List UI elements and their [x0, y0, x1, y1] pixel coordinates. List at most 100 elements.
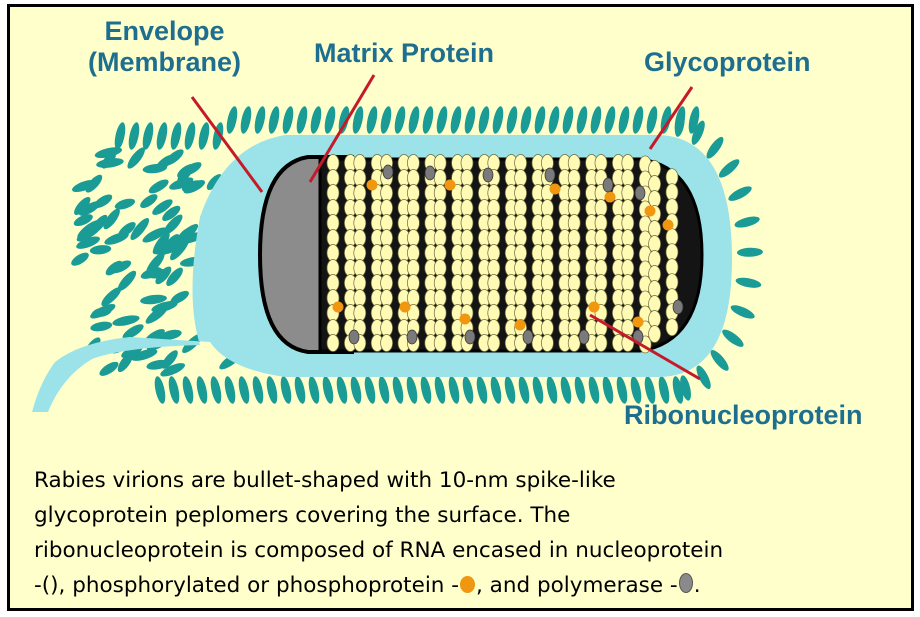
glycoprotein-spike	[335, 375, 350, 404]
glycoprotein-spike	[631, 105, 646, 134]
glycoprotein-spike	[603, 105, 618, 134]
glycoprotein-spike	[69, 250, 91, 268]
glycoprotein-spike	[561, 105, 576, 134]
nucleoprotein-unit	[649, 160, 661, 177]
nucleoprotein-unit	[381, 185, 393, 202]
glycoprotein-spike	[601, 375, 616, 404]
nucleoprotein-unit	[461, 215, 473, 232]
glycoprotein-spike	[735, 276, 762, 290]
glycoprotein-spike	[323, 105, 338, 134]
nucleoprotein-unit	[354, 215, 366, 232]
nucleoprotein-unit	[568, 290, 580, 307]
glycoprotein-spike	[405, 375, 420, 404]
nucleoprotein-unit	[595, 200, 607, 217]
figure-caption: Rabies virions are bullet-shaped with 10…	[34, 463, 910, 603]
nucleoprotein-unit	[434, 215, 446, 232]
nucleoprotein-unit	[327, 170, 339, 187]
nucleoprotein-unit	[381, 275, 393, 292]
glycoprotein-spike	[503, 375, 518, 404]
glycoprotein-spike	[589, 105, 604, 134]
nucleoprotein-unit	[381, 215, 393, 232]
glycoprotein-spike	[267, 105, 282, 134]
polymerase-unit	[673, 300, 683, 314]
nucleoprotein-unit	[541, 320, 553, 337]
nucleoprotein-unit	[381, 200, 393, 217]
glycoprotein-spike	[167, 375, 182, 404]
nucleoprotein-unit	[568, 230, 580, 247]
glycoprotein-spike	[97, 359, 120, 378]
phosphoprotein-unit	[645, 206, 656, 217]
nucleoprotein-unit	[515, 170, 527, 187]
nucleoprotein-unit	[622, 185, 634, 202]
glycoprotein-spike	[183, 121, 198, 150]
glycoprotein-spike	[365, 105, 380, 134]
nucleoprotein-unit	[515, 185, 527, 202]
nucleoprotein-unit	[541, 305, 553, 322]
glycoprotein-spike	[237, 375, 252, 404]
nucleoprotein-unit	[407, 170, 419, 187]
nucleoprotein-unit	[434, 230, 446, 247]
glycoprotein-spike	[393, 105, 408, 134]
glycoprotein-spike	[559, 375, 574, 404]
glycoprotein-spike	[295, 105, 310, 134]
nucleoprotein-unit	[541, 200, 553, 217]
glycoprotein-spike	[477, 105, 492, 134]
nucleoprotein-unit	[488, 275, 500, 292]
ribonucleoprotein-label: Ribonucleoprotein	[624, 400, 863, 431]
nucleoprotein-unit	[407, 245, 419, 262]
glycoprotein-spike	[363, 375, 378, 404]
nucleoprotein-unit	[622, 290, 634, 307]
matrix-protein-label: Matrix Protein	[314, 38, 494, 69]
nucleoprotein-unit	[434, 260, 446, 277]
glycoprotein-spike	[729, 303, 756, 322]
nucleoprotein-unit	[381, 290, 393, 307]
nucleoprotein-unit	[595, 230, 607, 247]
glycoprotein-spike	[433, 375, 448, 404]
caption-line-4-part-3: .	[694, 573, 701, 598]
glycoprotein-spike	[391, 375, 406, 404]
nucleoprotein-unit	[381, 230, 393, 247]
caption-line-4: -(), phosphorylated or phosphoprotein -,…	[34, 568, 910, 603]
glycoprotein-spike	[587, 375, 602, 404]
glycoprotein-spike	[547, 105, 562, 134]
nucleoprotein-unit	[595, 215, 607, 232]
nucleoprotein-unit	[515, 215, 527, 232]
nucleoprotein-unit	[461, 230, 473, 247]
nucleoprotein-unit	[327, 260, 339, 277]
nucleoprotein-unit	[649, 220, 661, 237]
nucleoprotein-unit	[434, 185, 446, 202]
nucleoprotein-unit	[622, 170, 634, 187]
nucleoprotein-unit	[541, 290, 553, 307]
nucleoprotein-unit	[622, 245, 634, 262]
glycoprotein-spike	[463, 105, 478, 134]
nucleoprotein-unit	[354, 230, 366, 247]
nucleoprotein-unit	[327, 275, 339, 292]
glycoprotein-spike	[379, 105, 394, 134]
nucleoprotein-unit	[666, 199, 678, 216]
nucleoprotein-unit	[488, 245, 500, 262]
phosphoprotein-unit	[445, 180, 456, 191]
nucleoprotein-unit	[568, 185, 580, 202]
nucleoprotein-unit	[649, 175, 661, 192]
glycoprotein-spike	[349, 375, 364, 404]
polymerase-unit	[483, 168, 493, 182]
polymerase-unit	[603, 178, 613, 192]
nucleoprotein-unit	[649, 250, 661, 267]
glycoprotein-label: Glycoprotein	[644, 47, 811, 78]
nucleoprotein-unit	[622, 230, 634, 247]
nucleoprotein-unit	[354, 155, 366, 172]
nucleoprotein-unit	[381, 245, 393, 262]
nucleoprotein-unit	[488, 320, 500, 337]
glycoprotein-spike	[505, 105, 520, 134]
nucleoprotein-unit	[434, 155, 446, 172]
phosphoprotein-unit	[515, 320, 526, 331]
nucleoprotein-unit	[327, 200, 339, 217]
glycoprotein-spike	[377, 375, 392, 404]
glycoprotein-spike	[169, 121, 184, 150]
phosphoprotein-unit	[605, 192, 616, 203]
glycoprotein-spike	[704, 135, 727, 161]
caption-line-2: glycoprotein peplomers covering the surf…	[34, 498, 910, 533]
nucleoprotein-unit	[354, 245, 366, 262]
nucleoprotein-unit	[595, 245, 607, 262]
nucleoprotein-unit	[327, 245, 339, 262]
